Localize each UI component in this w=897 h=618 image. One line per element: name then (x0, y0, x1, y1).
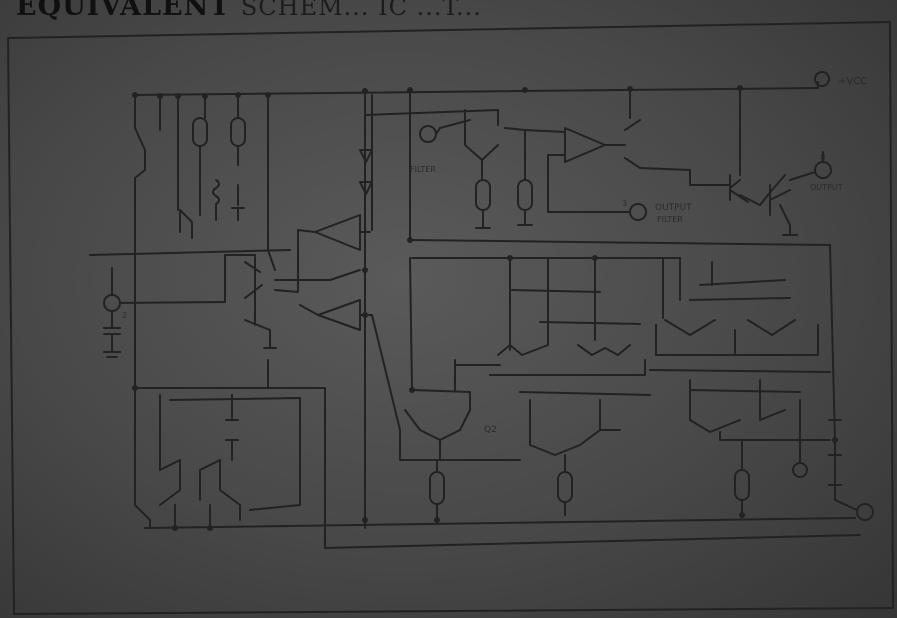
diagram-title: EQUIVALENT SCHEM... IC ...T... (16, 0, 482, 22)
bottom-right-terminal (856, 503, 874, 521)
pin-2-label: 2 (122, 311, 127, 320)
input-filter-terminal (419, 125, 437, 143)
center-diff-pair (497, 257, 631, 356)
output-filter-label-1: OUTPUT (655, 203, 692, 213)
resistor-leads (199, 145, 245, 221)
lower-left-cluster (134, 249, 241, 529)
comparator-lower (317, 299, 361, 331)
bottom-right-wire (834, 499, 858, 511)
right-resistor-string (828, 244, 842, 501)
junction-dots (132, 85, 838, 531)
output-terminal (814, 161, 832, 179)
ground-bus (134, 387, 861, 549)
input-filter-wire (409, 107, 441, 241)
right-diff-box (655, 324, 819, 356)
q2-label: Q2 (484, 425, 497, 435)
title-part-2: SCHEM... IC ...T... (240, 0, 482, 21)
q2-links (371, 314, 521, 461)
frame-border (7, 21, 894, 615)
top-transistor-pair (364, 87, 526, 181)
left-transistor-1 (134, 127, 146, 251)
mid-bus-upper (409, 239, 831, 246)
output-darlington (729, 174, 791, 216)
output-stage (624, 87, 798, 236)
lower-diode-3 (734, 469, 750, 501)
lower-right-pair (649, 369, 831, 441)
middle-bus (364, 89, 373, 529)
output-filter-terminal (629, 203, 647, 221)
diode-stack-leads (475, 209, 533, 229)
q2-transistor (404, 257, 471, 461)
center-left-links (267, 229, 299, 293)
lower-left-cluster-2 (169, 359, 301, 529)
title-part-1: EQUIVALENT (16, 0, 231, 22)
vcc-terminal (814, 71, 830, 87)
pin-3-label: 3 (622, 199, 627, 208)
left-bus (89, 249, 291, 256)
lower-test-point (792, 462, 808, 478)
lower-diode-1 (429, 471, 445, 505)
comparator-upper (314, 214, 361, 251)
right-diff-pair (662, 257, 796, 336)
input-terminal (103, 294, 121, 312)
resistor-1 (192, 117, 208, 147)
center-diff-links (454, 289, 646, 376)
comparator-wires (274, 229, 373, 316)
input-lines (103, 267, 226, 358)
diode-stack-2 (517, 179, 533, 211)
output-label: OUTPUT (810, 183, 843, 192)
center-left-transistor (224, 254, 277, 349)
left-transistor-2 (179, 209, 193, 239)
lower-diode-2 (557, 471, 573, 503)
input-filter-label: FILTER (410, 165, 436, 174)
buffer-amplifier (564, 127, 606, 163)
output-wire (789, 151, 824, 181)
resistor-2 (230, 117, 246, 147)
lower-center-pair (519, 391, 651, 471)
diode-stack-1 (475, 179, 491, 211)
middle-bus-diodes (359, 149, 373, 195)
vcc-rail (134, 87, 819, 96)
lower-diode-leads (436, 399, 801, 521)
left-branches (134, 94, 269, 251)
pin-8-label: 8 (820, 153, 826, 163)
buffer-wires (524, 129, 631, 213)
output-filter-label-2: FILTER (657, 215, 683, 224)
vcc-label: +VCC (838, 76, 867, 87)
inductor-coil (212, 179, 220, 221)
